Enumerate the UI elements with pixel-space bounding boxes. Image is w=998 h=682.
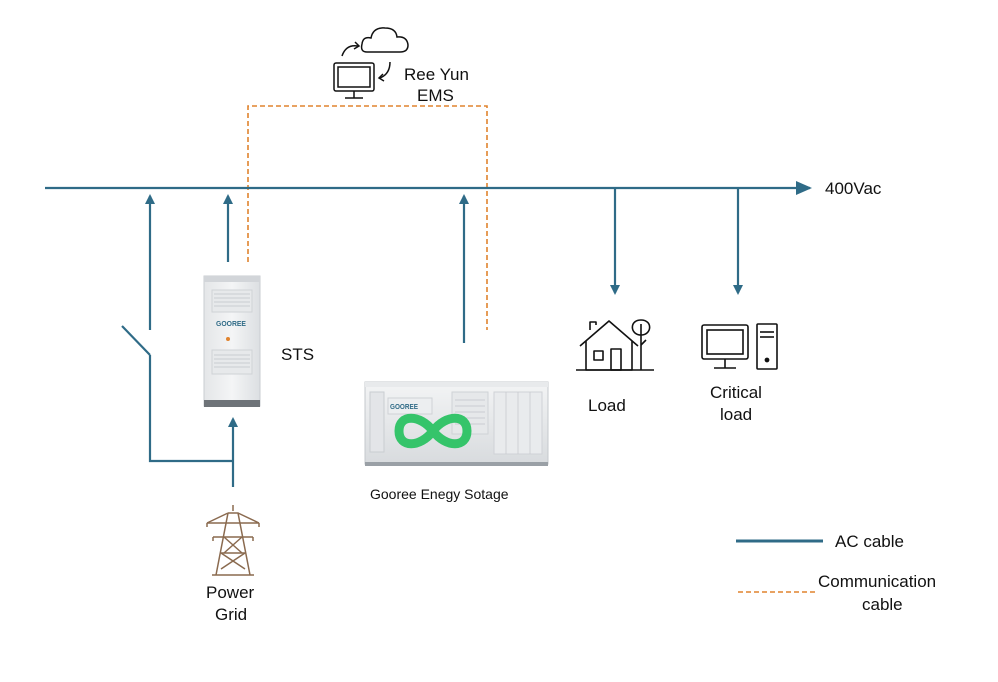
bus-voltage-label: 400Vac <box>825 179 882 198</box>
critical-load-label-line2: load <box>720 405 752 424</box>
house-icon <box>576 319 654 371</box>
sts-cabinet <box>203 275 261 407</box>
ems-label-line1: Ree Yun <box>404 65 469 84</box>
sts-label: STS <box>281 345 314 364</box>
ems-icon <box>333 27 409 99</box>
storage-container <box>364 381 549 466</box>
legend-comm-label-line1: Communication <box>818 572 936 591</box>
power-grid-label-line2: Grid <box>215 605 247 624</box>
legend: AC cable Communication cable <box>736 532 936 614</box>
storage-label: Gooree Enegy Sotage <box>370 486 509 502</box>
legend-ac-label: AC cable <box>835 532 904 551</box>
computer-icon <box>701 323 778 370</box>
load-label: Load <box>588 396 626 415</box>
power-tower-icon <box>206 505 260 576</box>
container-logo: GOOREE <box>390 404 418 411</box>
legend-comm-label-line2: cable <box>862 595 903 614</box>
sts-logo: GOOREE <box>216 321 246 328</box>
critical-load-label-line1: Critical <box>710 383 762 402</box>
ac-feeders <box>121 188 743 487</box>
ems-label-line2: EMS <box>417 86 454 105</box>
communication-cable <box>247 105 488 330</box>
power-grid-label-line1: Power <box>206 583 255 602</box>
